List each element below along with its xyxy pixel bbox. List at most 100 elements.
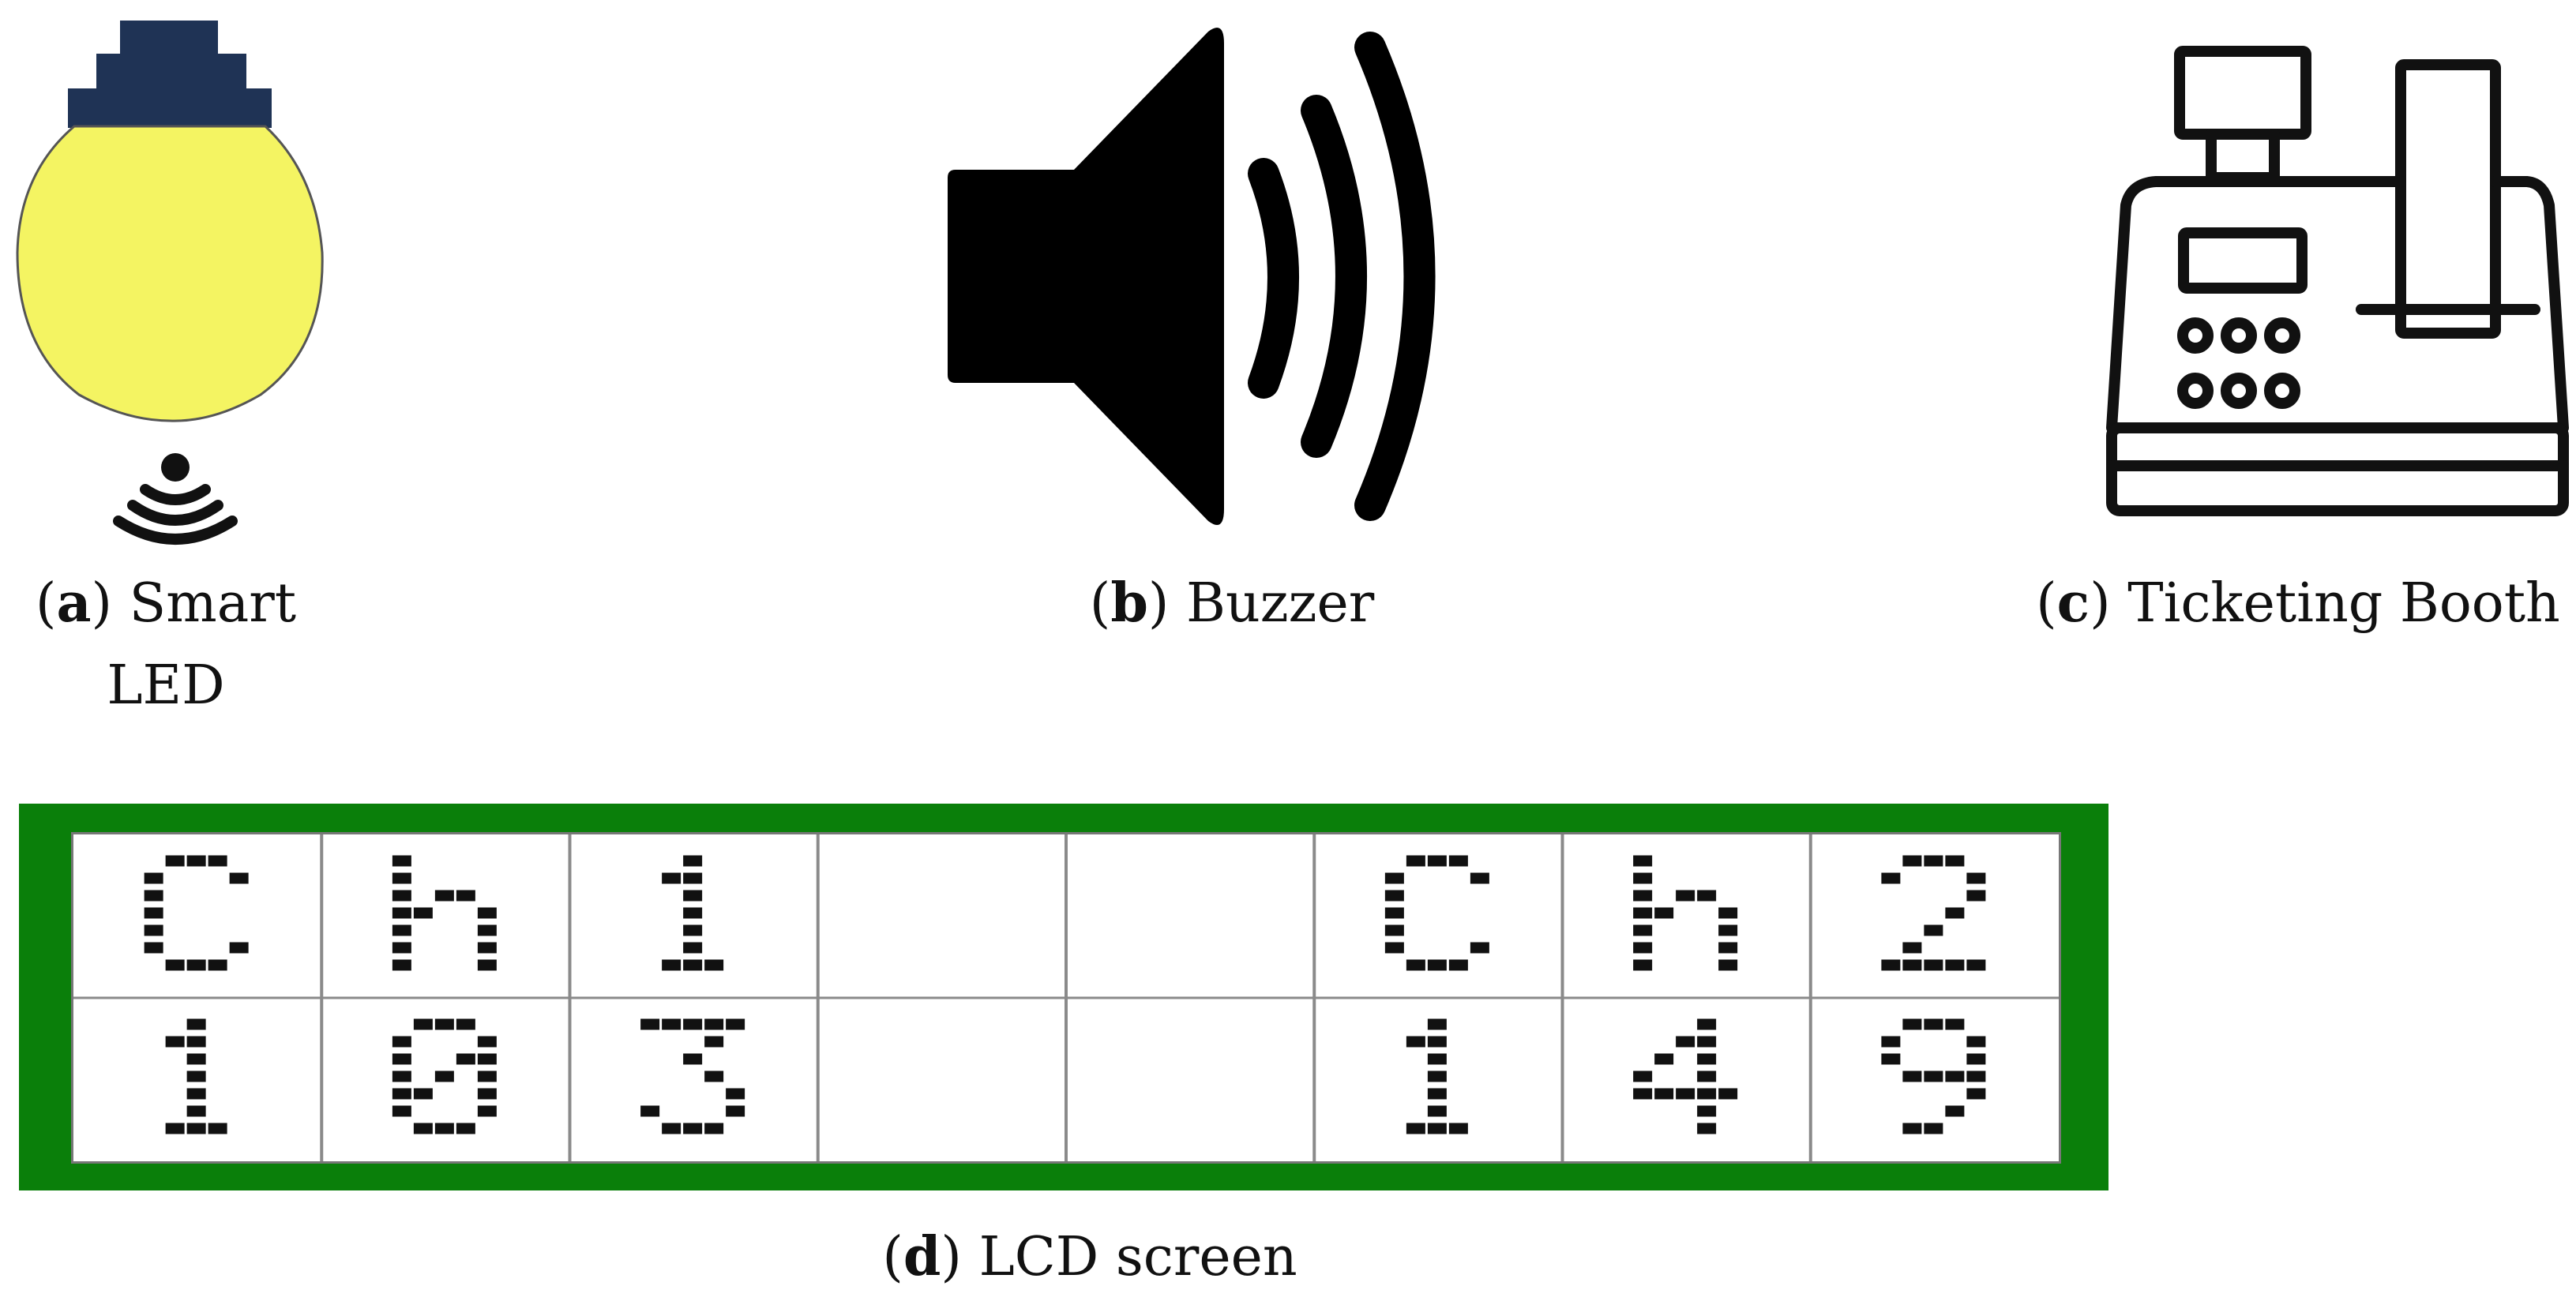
lcd-pixel (1427, 1018, 1447, 1030)
lcd-pixel (1406, 1123, 1425, 1134)
lcd-pixel (1427, 1070, 1447, 1082)
lcd-pixel (208, 959, 227, 971)
lcd-pixel (726, 1105, 745, 1117)
lcd-pixel (1697, 1018, 1717, 1030)
lcd-pixel (1924, 1018, 1943, 1030)
lcd-pixel (1384, 907, 1404, 919)
lcd-pixel (186, 1036, 206, 1048)
lcd-pixel (1945, 959, 1965, 971)
lcd-pixel (434, 890, 454, 902)
lcd-pixel (1945, 1105, 1965, 1117)
lcd-pixel (662, 959, 682, 971)
lcd-pixel (186, 1070, 206, 1082)
lcd-pixel (477, 1088, 497, 1100)
lcd-pixel (1966, 1036, 1986, 1048)
lcd-pixel (413, 1123, 433, 1134)
lcd-pixel (1902, 1123, 1922, 1134)
lcd-pixel (186, 855, 206, 867)
lcd-pixel (456, 890, 475, 902)
lcd-pixel (186, 1088, 206, 1100)
lcd-pixel (413, 1088, 433, 1100)
lcd-pixel (1448, 855, 1468, 867)
lcd-pixel (165, 959, 185, 971)
lcd-pixel (1881, 959, 1901, 971)
caption-buzzer: (b) Buzzer (1089, 572, 1375, 635)
lcd-pixel (1902, 1070, 1922, 1082)
lcd-pixel (1697, 1053, 1717, 1065)
lcd-char-1-1 (392, 1018, 497, 1134)
lcd-pixel (662, 1123, 682, 1134)
lcd-pixel (165, 855, 185, 867)
lcd-pixel (704, 959, 724, 971)
lcd-pixel (186, 1053, 206, 1065)
lcd-pixel (1881, 1036, 1901, 1048)
lcd-pixel (1427, 1123, 1447, 1134)
lcd-pixel (392, 1036, 411, 1048)
lcd-pixel (1902, 1018, 1922, 1030)
lcd-pixel (704, 1018, 724, 1030)
lcd-pixel (1902, 942, 1922, 954)
bulb-glass (16, 125, 324, 422)
caption-ticketing-booth: (c) Ticketing Booth (2036, 572, 2560, 635)
lcd-pixel (683, 907, 703, 919)
lcd-pixel (392, 890, 411, 902)
lcd-pixel (477, 1070, 497, 1082)
lcd-pixel (1633, 959, 1653, 971)
lcd-char-0-5 (1384, 855, 1489, 971)
lcd-pixel (1881, 872, 1901, 884)
lcd-char-1-6 (1633, 1018, 1738, 1134)
lcd-pixel (144, 924, 163, 936)
lcd-char-0-0 (144, 855, 249, 971)
lcd-pixel (1427, 855, 1447, 867)
lcd-pixel (1654, 1088, 1674, 1100)
sound-wave-2 (1301, 95, 1367, 458)
lcd-pixel (144, 872, 163, 884)
lcd-pixel (1924, 924, 1943, 936)
lcd-pixel (1697, 1088, 1717, 1100)
lcd-pixel (1427, 1088, 1447, 1100)
lcd-pixel (683, 855, 703, 867)
lcd-pixel (1427, 959, 1447, 971)
lcd-pixel (1718, 907, 1738, 919)
lcd-pixel (1633, 890, 1653, 902)
lcd-pixel (1406, 855, 1425, 867)
lcd-pixel (704, 1070, 724, 1082)
lcd-pixel (1924, 855, 1943, 867)
lcd-pixel (1697, 1123, 1717, 1134)
lcd-pixel (186, 1105, 206, 1117)
lcd-pixel (1448, 1123, 1468, 1134)
lcd-pixel (683, 890, 703, 902)
bulb-cap-top (120, 21, 218, 58)
caption-lcd-screen: (d) LCD screen (882, 1225, 1297, 1288)
lcd-pixel (1966, 959, 1986, 971)
lcd-char-0-6 (1633, 855, 1738, 971)
lcd-pixel (165, 1123, 185, 1134)
lcd-pixel (186, 1123, 206, 1134)
lcd-pixel (229, 942, 249, 954)
lcd-pixel (1384, 872, 1404, 884)
lcd-pixel (186, 1018, 206, 1030)
lcd-char-1-5 (1406, 1018, 1468, 1134)
lcd-pixel (1633, 907, 1653, 919)
lcd-pixel (434, 1123, 454, 1134)
cash-register-icon (2093, 24, 2574, 537)
lcd-pixel (208, 1123, 227, 1134)
lcd-pixel (392, 1088, 411, 1100)
lcd-pixel (477, 907, 497, 919)
caption-text-a: Smart LED (107, 572, 297, 717)
lcd-pixel (683, 1123, 703, 1134)
lcd-pixel (1427, 1036, 1447, 1048)
caption-label-d: d (903, 1225, 941, 1288)
lcd-pixel (229, 872, 249, 884)
lcd-pixel (683, 1053, 703, 1065)
lcd-display (71, 832, 2061, 1164)
lcd-pixel (1902, 855, 1922, 867)
lcd-screen-frame (19, 804, 2108, 1190)
lcd-pixel (1676, 1036, 1695, 1048)
caption-label-a: a (56, 572, 92, 635)
lcd-pixel (392, 872, 411, 884)
lcd-pixel (1697, 890, 1717, 902)
lcd-pixel (1902, 959, 1922, 971)
lcd-pixel (144, 907, 163, 919)
lcd-pixel (662, 1018, 682, 1030)
